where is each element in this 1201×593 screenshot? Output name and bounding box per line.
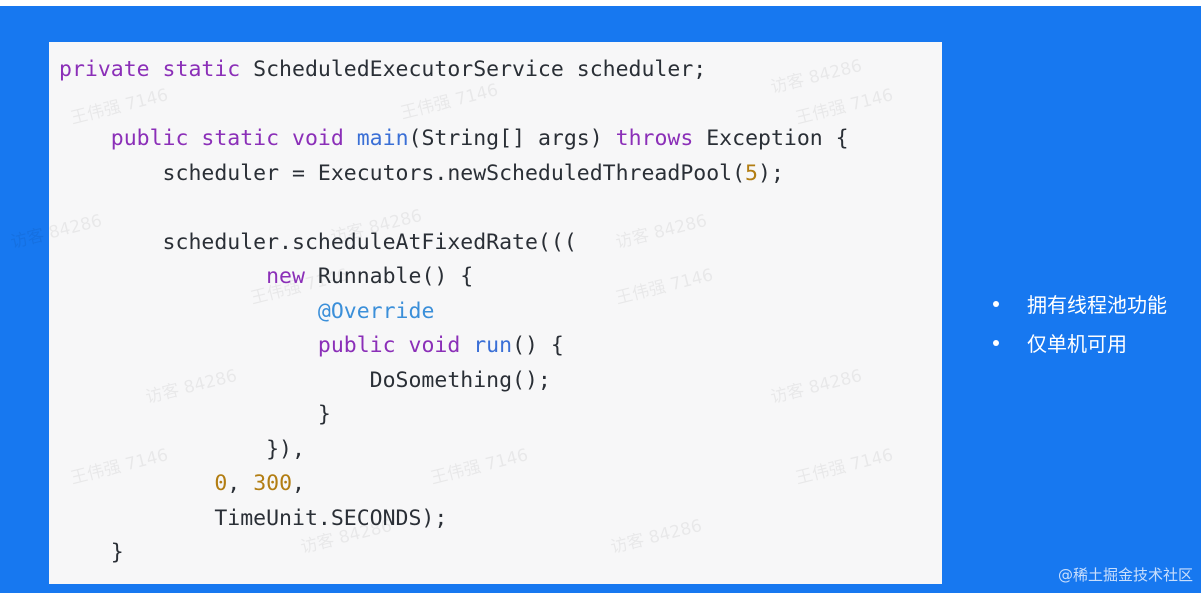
code-token: } [59,402,331,427]
code-token: public static void [110,126,344,151]
code-line: DoSomething(); [59,364,849,399]
code-token [59,126,111,151]
code-token: 5 [745,160,758,186]
code-line: } [59,398,849,433]
code-token: (String[] args) [408,126,616,151]
code-token: DoSomething(); [59,367,551,393]
bullet-item: 拥有线程池功能 [990,284,1167,323]
code-token: private static [59,57,241,82]
code-line: @Override [59,295,849,330]
code-token: run [473,333,513,358]
code-line: scheduler.scheduleAtFixedRate((( [59,226,849,261]
bullet-list: 拥有线程池功能 仅单机可用 [990,284,1167,362]
code-line: new Runnable() { [59,260,849,295]
code-token: () { [512,333,564,358]
code-line: TimeUnit.SECONDS); [59,502,849,537]
code-token: Runnable() { [304,264,474,289]
code-block: private static ScheduledExecutorService … [59,53,849,571]
code-line: scheduler = Executors.newScheduledThread… [59,157,849,192]
code-line: public void run() { [59,329,849,364]
code-token: scheduler.scheduleAtFixedRate((( [59,229,577,255]
code-token [59,264,266,289]
code-token: }), [59,436,305,462]
bullet-item: 仅单机可用 [990,323,1167,362]
code-token: public void [317,333,461,358]
code-token: new [266,264,305,289]
code-line: 0, 300, [59,467,849,502]
bullet-dot-icon [993,300,999,307]
bullet-text: 仅单机可用 [1027,332,1127,356]
code-token: 0 [214,471,228,496]
code-token: ); [758,160,784,186]
code-token [59,471,214,496]
code-token: , [227,471,254,496]
code-token: ScheduledExecutorService scheduler; [240,57,707,82]
bullet-dot-icon [993,339,999,346]
code-token: throws [615,126,694,151]
code-token: } [59,540,124,565]
code-line [59,191,849,226]
code-token [460,333,473,358]
code-token: Exception { [693,126,849,151]
credit-label: @稀土掘金技术社区 [1057,566,1193,584]
code-line [59,88,849,123]
code-token: @Override [317,298,435,324]
code-token: TimeUnit.SECONDS); [59,505,448,531]
code-token [59,299,318,324]
code-token: , [292,471,305,496]
code-line: }), [59,433,849,468]
bullet-text: 拥有线程池功能 [1027,293,1167,317]
code-line: } [59,536,849,571]
code-token: main [356,126,409,151]
code-token [344,126,357,151]
code-token: scheduler = Executors.newScheduledThread… [59,160,746,186]
code-token: 300 [253,471,293,496]
code-token [59,333,318,358]
code-line: private static ScheduledExecutorService … [59,53,849,88]
code-line: public static void main(String[] args) t… [59,122,849,157]
